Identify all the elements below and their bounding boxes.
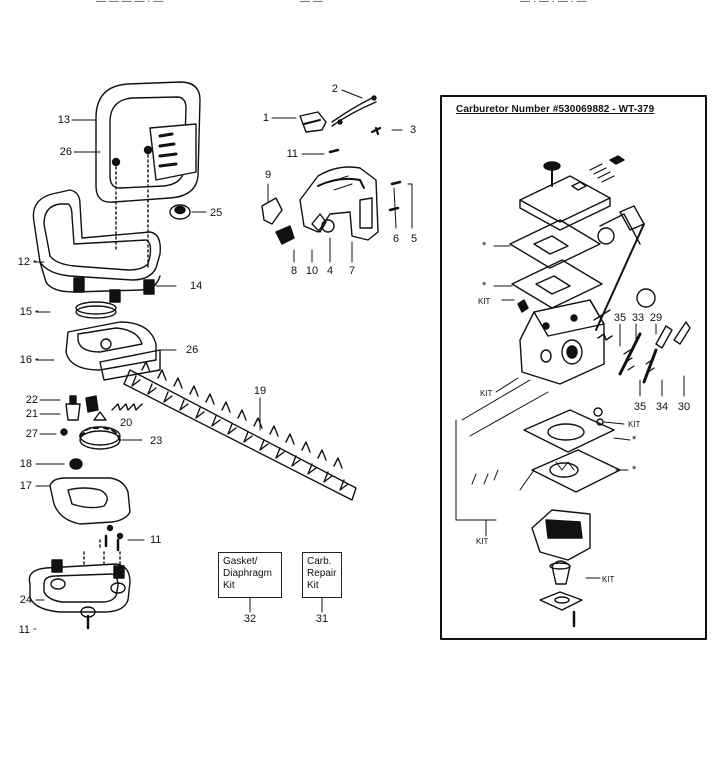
kit-line: Kit bbox=[223, 580, 235, 591]
kit-number-31: 31 bbox=[315, 613, 329, 625]
part-label-8: 8 bbox=[290, 265, 298, 277]
carb-label-star: * bbox=[632, 464, 637, 476]
carb-diaphragms bbox=[509, 213, 641, 309]
part-label-1: 1 bbox=[262, 112, 269, 124]
kit-line: Kit bbox=[307, 580, 319, 591]
throttle-shaft bbox=[593, 205, 656, 341]
carb-label-33: 33 bbox=[631, 312, 645, 324]
trigger-parts-8-9-10-4 bbox=[261, 197, 335, 245]
drive-parts-21-22-27 bbox=[60, 395, 99, 436]
part-label-24: 24 bbox=[19, 594, 32, 606]
carb-label-30: 30 bbox=[677, 401, 691, 413]
handle-mounts bbox=[73, 277, 155, 303]
part-label-7: 7 bbox=[348, 265, 356, 277]
carb-label-kit: KIT bbox=[602, 575, 615, 584]
part-label-4: 4 bbox=[326, 265, 334, 277]
carb-label-kit: KIT bbox=[478, 297, 491, 306]
guard-24 bbox=[28, 559, 131, 630]
part-label-22: 22 bbox=[25, 394, 38, 406]
kit-line: Diaphragm bbox=[223, 568, 272, 579]
leader-lines bbox=[33, 89, 685, 613]
carb-label-kit: KIT bbox=[476, 537, 489, 546]
part-label-15: 15 bbox=[19, 306, 32, 318]
part-label-14: 14 bbox=[190, 280, 203, 292]
part-label-17: 17 bbox=[19, 480, 32, 492]
needle-screws bbox=[618, 321, 691, 384]
label-dash: - bbox=[35, 305, 39, 317]
carb-label-29: 29 bbox=[649, 312, 663, 324]
kit-line: Carb. bbox=[307, 556, 332, 567]
part-label-5: 5 bbox=[410, 233, 418, 245]
carb-label-star: * bbox=[482, 280, 487, 292]
spring-20 bbox=[111, 403, 143, 411]
gasket-diaphragm-kit-box: Gasket/ Diaphragm Kit bbox=[218, 552, 282, 598]
cropped-header-text: — — bbox=[300, 0, 323, 7]
part-label-23: 23 bbox=[150, 435, 163, 447]
screws-11 bbox=[83, 534, 121, 567]
carb-lower-gaskets bbox=[523, 407, 621, 493]
part-label-9: 9 bbox=[264, 169, 272, 181]
part-label-26b: 26 bbox=[186, 344, 199, 356]
screws-6 bbox=[388, 180, 402, 212]
carb-body bbox=[517, 299, 605, 385]
part-label-3: 3 bbox=[410, 124, 417, 136]
washer-15 bbox=[75, 301, 117, 319]
screw-3 bbox=[370, 126, 382, 136]
label-dash: - bbox=[33, 255, 37, 267]
kit-line: Repair bbox=[307, 568, 337, 579]
part-label-19: 19 bbox=[253, 385, 267, 397]
part-label-11: 11 bbox=[150, 534, 162, 546]
carb-label-kit: KIT bbox=[480, 389, 493, 398]
cropped-header-text: — · — · — · — bbox=[520, 0, 587, 7]
carb-label-star: * bbox=[482, 240, 487, 252]
part-label-11b: 11 bbox=[18, 624, 30, 636]
wire-2 bbox=[331, 95, 377, 127]
label-dash: - bbox=[33, 623, 37, 635]
part-label-10: 10 bbox=[305, 265, 319, 277]
hedge-blade-19 bbox=[123, 361, 357, 501]
carb-label-34: 34 bbox=[655, 401, 669, 413]
part-label-20: 20 bbox=[120, 417, 133, 429]
part-label-27: 27 bbox=[25, 428, 38, 440]
gear-housing-16 bbox=[65, 321, 161, 381]
gear-cover-17 bbox=[49, 477, 131, 540]
carb-top-cover bbox=[519, 155, 625, 231]
kit-line: Gasket/ bbox=[223, 556, 258, 567]
front-handle-frame bbox=[32, 189, 161, 293]
kit-number-32: 32 bbox=[243, 613, 257, 625]
carburetor-panel-border bbox=[440, 95, 707, 640]
rear-handle bbox=[95, 81, 201, 271]
switch-1 bbox=[299, 111, 327, 133]
handle-housing-7 bbox=[299, 166, 379, 241]
carb-repair-kit-box: Carb. Repair Kit bbox=[302, 552, 342, 598]
cropped-header-text: — — — — · — bbox=[96, 0, 164, 7]
carb-kit-leaders bbox=[455, 379, 549, 537]
carburetor-title: Carburetor Number #530069882 - WT-379 bbox=[456, 104, 655, 115]
part-label-13: 13 bbox=[57, 114, 70, 126]
part-label-25: 25 bbox=[210, 207, 223, 219]
label-dash: - bbox=[35, 353, 39, 365]
part-label-2: 2 bbox=[331, 83, 338, 95]
part-label-26: 26 bbox=[59, 146, 72, 158]
carb-base-and-bulb bbox=[531, 509, 591, 628]
carb-label-35: 35 bbox=[613, 312, 627, 324]
part-label-18: 18 bbox=[19, 458, 32, 470]
part-label-11c: 11 bbox=[286, 148, 298, 160]
carb-label-kit: KIT bbox=[628, 420, 641, 429]
carb-label-35b: 35 bbox=[633, 401, 647, 413]
part-label-12: 12 bbox=[17, 256, 30, 268]
bushing-18 bbox=[69, 458, 83, 470]
carb-label-star: * bbox=[632, 434, 637, 446]
part-label-6: 6 bbox=[392, 233, 400, 245]
part-label-21: 21 bbox=[25, 408, 38, 420]
knob-25 bbox=[169, 204, 191, 220]
gear-23 bbox=[79, 411, 121, 450]
screw-11c bbox=[328, 148, 340, 154]
part-label-16: 16 bbox=[19, 354, 32, 366]
